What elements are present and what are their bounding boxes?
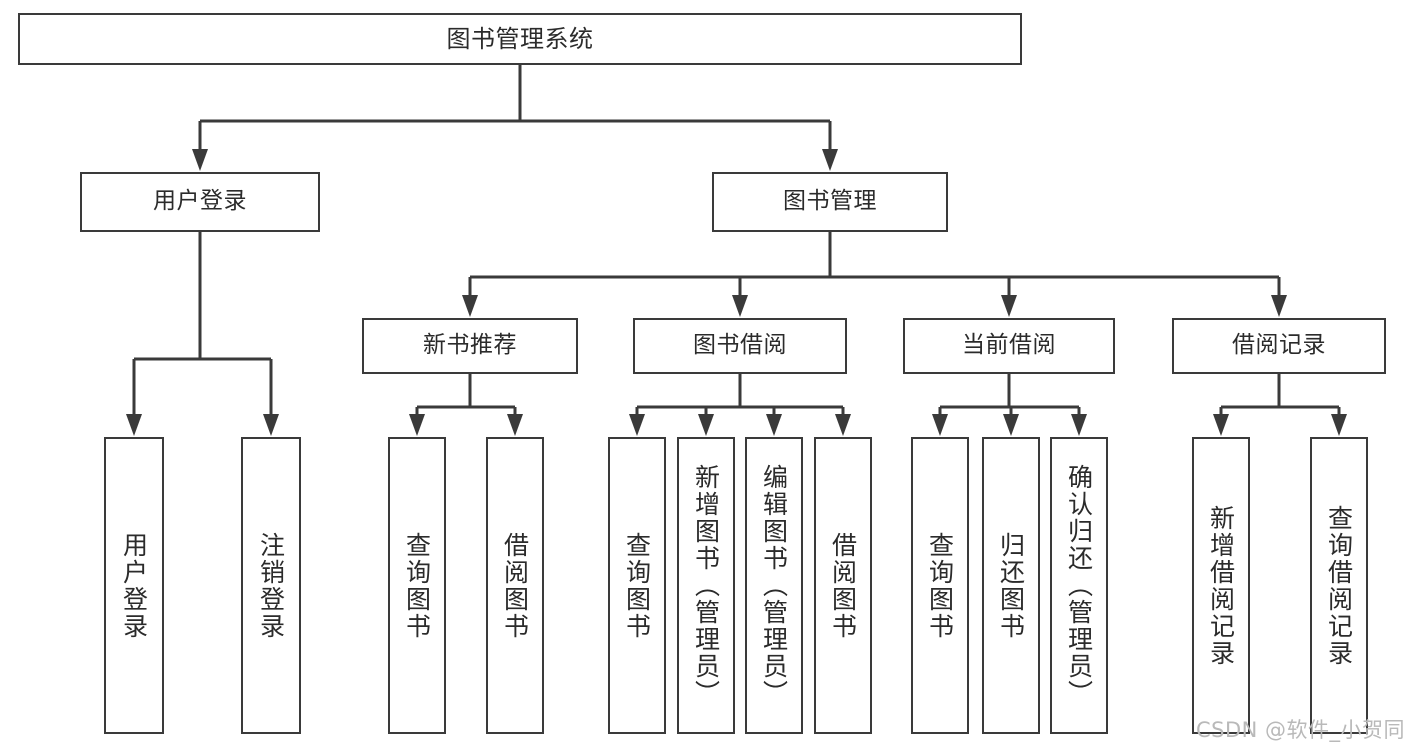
- node-label: 确认归还（管理员）: [1064, 464, 1094, 707]
- node-label: 新增借阅记录: [1206, 504, 1236, 667]
- node-label: 借阅记录: [1232, 332, 1326, 359]
- node-leaf-cu-confirm: 确认归还（管理员）: [1050, 437, 1108, 734]
- node-l2-record: 借阅记录: [1172, 318, 1386, 374]
- node-label: 用户登录: [119, 531, 149, 640]
- node-l2-borrow: 图书借阅: [633, 318, 847, 374]
- node-label: 查询图书: [925, 531, 955, 640]
- node-leaf-bo-edit: 编辑图书（管理员）: [745, 437, 803, 734]
- node-label: 查询借阅记录: [1324, 504, 1354, 667]
- node-leaf-nb-borrow: 借阅图书: [486, 437, 544, 734]
- node-l1-book-mgmt: 图书管理: [712, 172, 948, 232]
- node-label: 图书管理系统: [446, 24, 594, 53]
- node-label: 新增图书（管理员）: [691, 464, 721, 707]
- node-l2-current: 当前借阅: [903, 318, 1115, 374]
- node-label: 借阅图书: [500, 531, 530, 640]
- node-leaf-bo-add: 新增图书（管理员）: [677, 437, 735, 734]
- node-leaf-bo-query: 查询图书: [608, 437, 666, 734]
- node-leaf-user-login: 用户登录: [104, 437, 164, 734]
- node-label: 查询图书: [622, 531, 652, 640]
- node-leaf-user-logout: 注销登录: [241, 437, 301, 734]
- node-leaf-rec-query: 查询借阅记录: [1310, 437, 1368, 734]
- node-l2-new-book: 新书推荐: [362, 318, 578, 374]
- node-root: 图书管理系统: [18, 13, 1022, 65]
- node-label: 当前借阅: [962, 332, 1056, 359]
- node-leaf-bo-borrow: 借阅图书: [814, 437, 872, 734]
- node-leaf-cu-return: 归还图书: [982, 437, 1040, 734]
- node-label: 查询图书: [402, 531, 432, 640]
- node-label: 归还图书: [996, 531, 1026, 640]
- node-leaf-cu-query: 查询图书: [911, 437, 969, 734]
- node-label: 图书管理: [783, 188, 877, 215]
- node-leaf-rec-add: 新增借阅记录: [1192, 437, 1250, 734]
- node-label: 用户登录: [153, 188, 247, 215]
- node-l1-user-login: 用户登录: [80, 172, 320, 232]
- node-label: 借阅图书: [828, 531, 858, 640]
- csdn-watermark: CSDN @软件_小贺同学: [1196, 718, 1405, 742]
- node-label: 注销登录: [256, 531, 286, 640]
- node-label: 新书推荐: [423, 332, 517, 359]
- node-leaf-nb-query: 查询图书: [388, 437, 446, 734]
- node-label: 图书借阅: [693, 332, 787, 359]
- node-label: 编辑图书（管理员）: [759, 464, 789, 707]
